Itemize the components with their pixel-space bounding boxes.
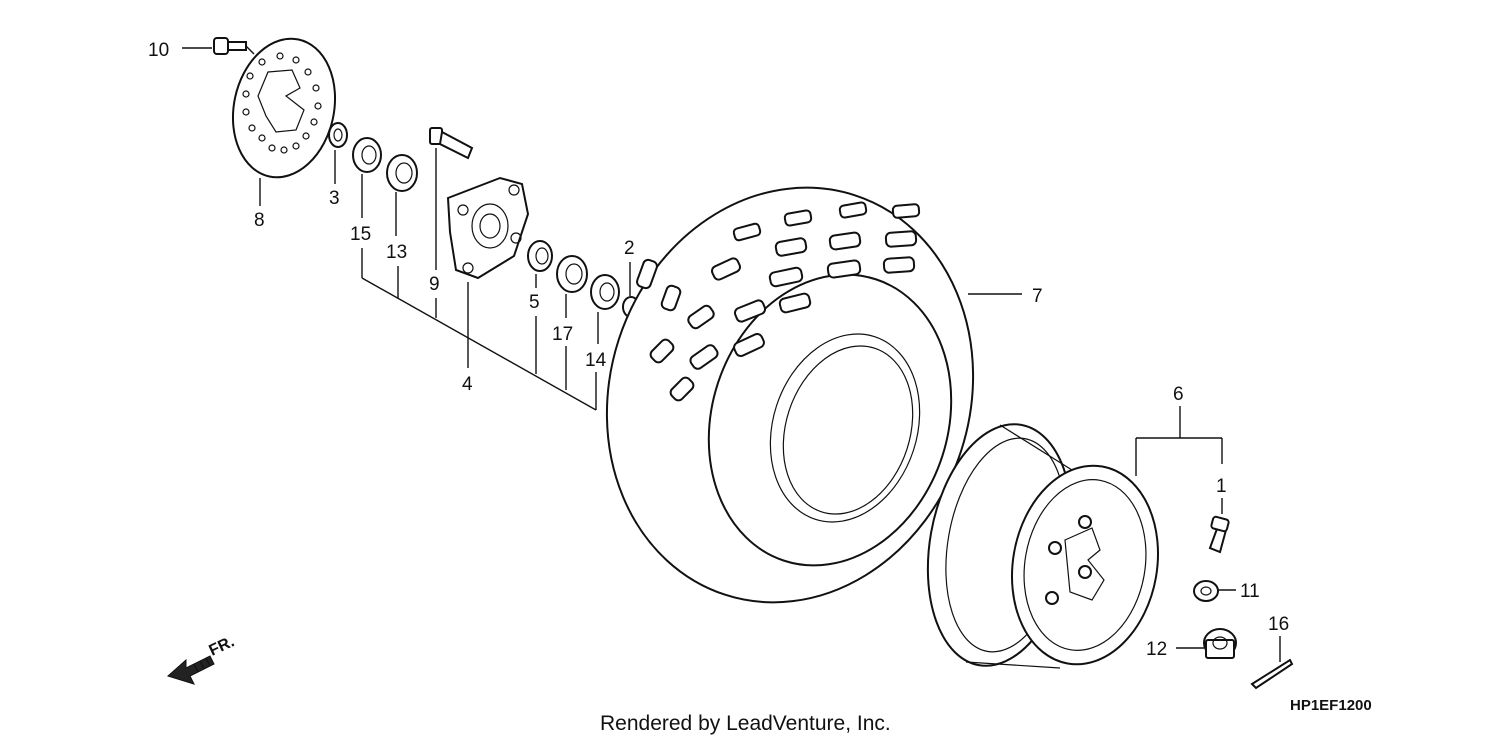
callout-11: 11 <box>1240 581 1260 602</box>
tire-tread <box>636 201 921 402</box>
collar <box>328 122 348 148</box>
cotter-pin <box>1250 658 1294 690</box>
wheel-hub <box>446 176 530 280</box>
diagram-code: HP1EF1200 <box>1290 697 1372 714</box>
callout-1: 1 <box>1216 476 1227 497</box>
bearing-right <box>556 255 588 293</box>
wheel-rim <box>926 423 1160 669</box>
brake-disc <box>231 37 337 179</box>
callout-5: 5 <box>529 292 540 313</box>
callout-9: 9 <box>429 274 440 295</box>
tire <box>605 186 975 604</box>
front-direction-marker: FR. <box>167 633 238 685</box>
distance-collar <box>527 240 553 272</box>
leader-lines <box>182 47 1281 662</box>
callout-7: 7 <box>1032 286 1043 307</box>
bearing-left <box>352 137 382 173</box>
callout-12: 12 <box>1146 639 1167 660</box>
callout-16: 16 <box>1268 614 1289 635</box>
hub-bolt <box>429 127 474 160</box>
wheel-nut <box>1193 580 1219 602</box>
bearing-outer <box>386 154 418 192</box>
oil-seal <box>590 274 620 310</box>
front-direction-label: FR. <box>207 633 238 659</box>
callout-13: 13 <box>386 242 407 263</box>
callout-3: 3 <box>329 188 340 209</box>
callout-6: 6 <box>1173 384 1184 405</box>
callout-10: 10 <box>148 40 169 61</box>
callout-15: 15 <box>350 224 371 245</box>
callout-labels: 10 8 3 15 13 9 4 5 17 14 2 7 6 1 11 12 1… <box>148 40 1289 660</box>
callout-17: 17 <box>552 324 573 345</box>
disc-bolt <box>213 37 255 55</box>
callout-4: 4 <box>462 374 473 395</box>
render-credit: Rendered by LeadVenture, Inc. <box>600 712 891 735</box>
tire-valve <box>1208 515 1230 554</box>
callout-2: 2 <box>624 238 635 259</box>
callout-14: 14 <box>585 350 607 371</box>
castle-nut <box>1203 628 1237 659</box>
callout-8: 8 <box>254 210 265 231</box>
